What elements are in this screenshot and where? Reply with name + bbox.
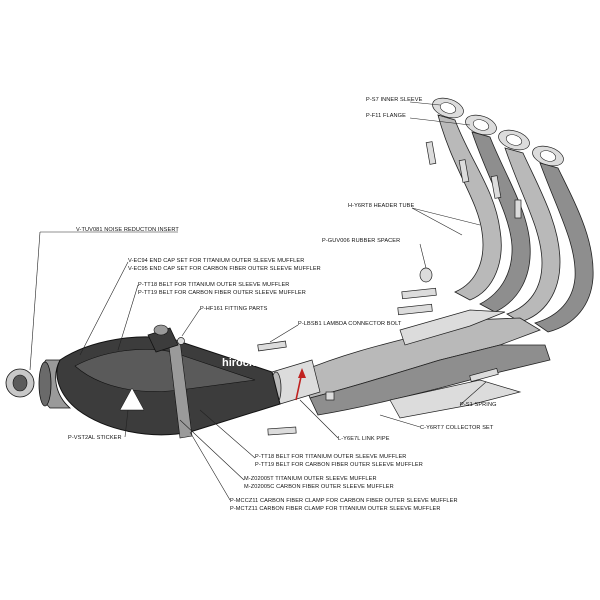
label-rubber-spacer: P-GUV006 RUBBER SPACER <box>322 238 400 244</box>
label-muffler-ti: M-Z02005T TITANIUM OUTER SLEEVE MUFFLER <box>244 476 377 482</box>
label-collector: C-Y6RT7 COLLECTOR SET <box>420 425 494 431</box>
label-link-pipe: L-Y6E7L LINK PIPE <box>338 436 390 442</box>
label-end-cap-ti: V-EC94 END CAP SET FOR TITANIUM OUTER SL… <box>128 258 304 264</box>
watermark: hirochi <box>222 357 259 369</box>
label-belt-cf-top: P-TT19 BELT FOR CARBON FIBER OUTER SLEEV… <box>138 290 306 296</box>
label-belt-cf-bot: P-TT19 BELT FOR CARBON FIBER OUTER SLEEV… <box>255 462 423 468</box>
label-sticker: P-VST2AL STICKER <box>68 435 122 441</box>
label-header-tube: H-Y6RT8 HEADER TUBE <box>348 203 415 209</box>
label-flange: P-F11 FLANGE <box>366 113 406 119</box>
flanges <box>432 97 564 167</box>
label-belt-ti-bot: P-TT18 BELT FOR TITANIUM OUTER SLEEVE MU… <box>255 454 406 460</box>
label-inner-sleeve: P-S7 INNER SLEEVE <box>366 97 423 103</box>
leader-lines <box>29 101 487 501</box>
header-springs <box>425 141 522 219</box>
end-cap-part <box>38 359 72 409</box>
label-lambda-bolt: P-LBSB1 LAMBDA CONNECTOR BOLT <box>298 321 402 327</box>
label-noise-insert: V-TUV081 NOISE REDUCTON INSERT <box>76 227 179 233</box>
label-clamp-ti: P-MCTZ11 CARBON FIBER CLAMP FOR TITANIUM… <box>230 506 441 512</box>
red-arrow <box>295 368 306 401</box>
label-belt-ti-top: P-TT18 BELT FOR TITANIUM OUTER SLEEVE MU… <box>138 282 289 288</box>
label-fitting-parts: P-HF161 FITTING PARTS <box>200 306 268 312</box>
noise-insert-part <box>5 368 35 398</box>
muffler-part <box>56 336 281 439</box>
label-spring: P-S1 SPRING <box>460 402 497 408</box>
rubber-spacer-part <box>419 267 433 283</box>
label-clamp-cf: P-MCCZ11 CARBON FIBER CLAMP FOR CARBON F… <box>230 498 458 504</box>
clamp-bracket-part <box>147 324 185 353</box>
collector-set <box>299 309 551 419</box>
label-muffler-cf: M-Z02005C CARBON FIBER OUTER SLEEVE MUFF… <box>244 484 394 490</box>
part-labels: P-S7 INNER SLEEVE P-F11 FLANGE H-Y6RT8 H… <box>68 97 497 512</box>
label-end-cap-cf: V-EC95 END CAP SET FOR CARBON FIBER OUTE… <box>128 266 321 272</box>
small-parts <box>257 287 499 436</box>
